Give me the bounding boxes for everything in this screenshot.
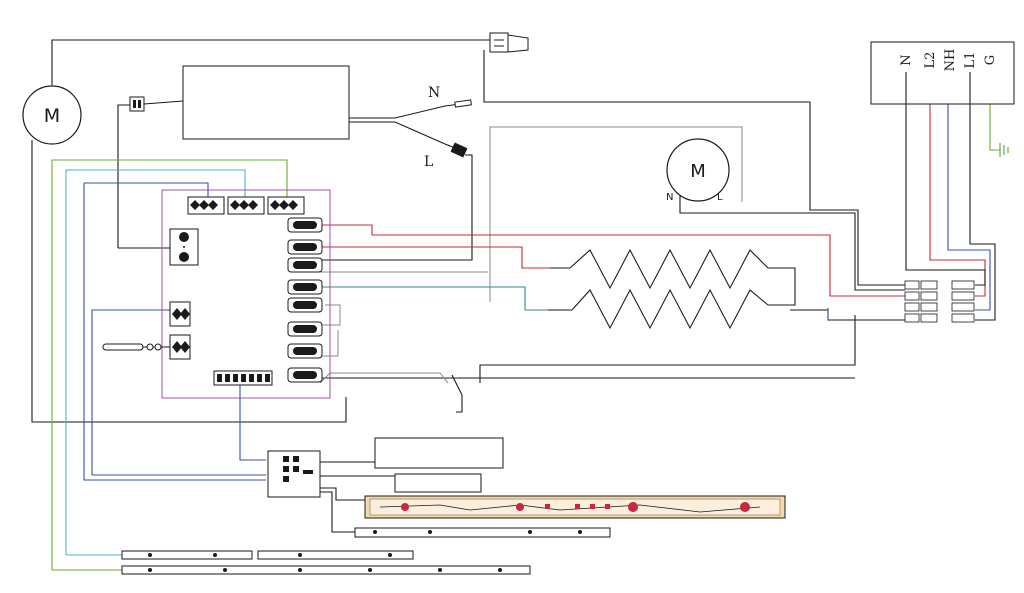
temperature-sensor-icon [102,343,170,351]
board-bottom-connector [213,370,273,386]
terminal-label-l1: L1 [963,52,978,69]
power-cord-n-label: N [428,85,440,101]
control-module-box-2 [394,473,482,493]
connector-icon [129,96,184,112]
terminal-label-n: N [899,54,914,65]
teal-wires [320,286,548,311]
power-supply-box [182,65,350,140]
right-motor-l-terminal: L [717,192,723,203]
heating-element-icon [571,288,769,330]
led-strip-icon [121,565,531,575]
black-wires [31,39,905,533]
board-top-connectors [187,196,305,215]
motor-icon [666,138,730,202]
heating-element-icon [569,248,769,290]
terminal-wires [905,72,996,321]
psu-outputs: N L [424,85,472,170]
left-motor: M [22,85,82,145]
left-motor-label: M [44,105,60,127]
bottom-harness-connector [267,450,321,498]
led-strip-icon [121,550,414,560]
control-module-box-1 [374,437,504,469]
ground-icon [999,143,1009,157]
right-motor-n-terminal: N [666,192,673,203]
power-plug [489,32,529,53]
right-motor-label: M [690,161,706,182]
blue-wires [83,75,991,481]
cyan-wires [65,169,246,556]
terminal-label-g: G [983,55,998,65]
terminal-block: N L2 NH L1 G [870,41,1015,105]
board-relay-block [169,228,199,266]
terminal-label-nh: NH [943,49,958,72]
led-strip-icon [354,527,611,538]
right-motor: M N L [666,138,730,203]
terminal-label-l2: L2 [923,52,938,69]
motor-icon [22,85,82,145]
terminal-connectors [904,280,975,323]
board-sensor-connectors [169,301,191,360]
led-strip-icon [364,495,786,519]
board-right-connectors [287,217,323,383]
control-board [161,189,331,399]
red-wires [320,75,986,297]
power-cord-l-label: L [424,154,433,170]
